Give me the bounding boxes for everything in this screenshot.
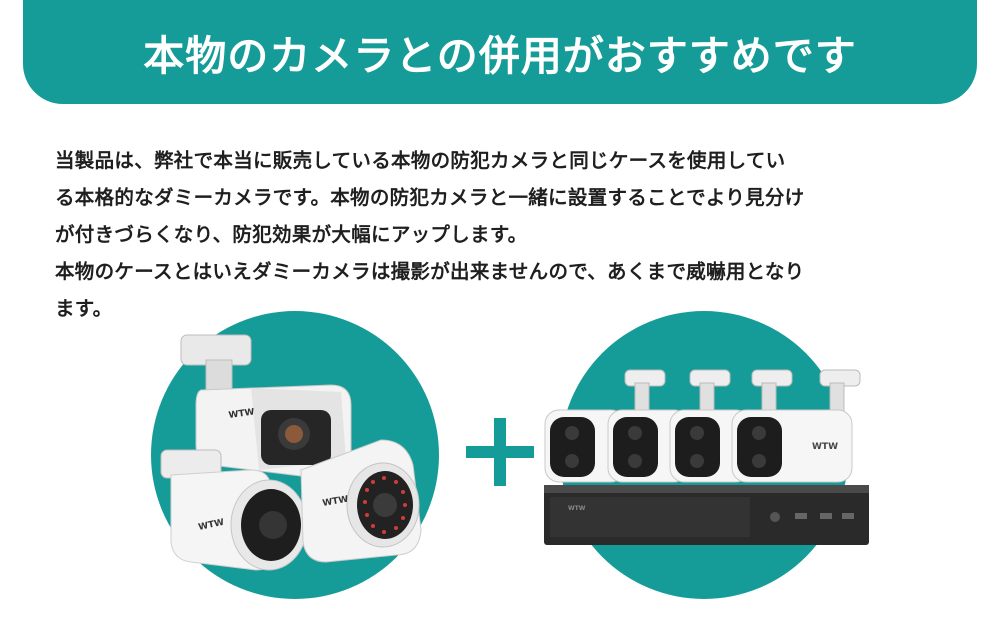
plus-icon [466,418,534,486]
description-line-3: が付きづらくなり、防犯効果が大幅にアップします。 [55,223,528,246]
brand-label: WTW [322,495,349,509]
page-title: 本物のカメラとの併用がおすすめです [143,32,857,80]
bullet-camera-small: WTW [160,449,308,571]
nvr-recorder: WTW [544,485,869,545]
bullet-camera-round: WTW [300,439,422,563]
description-line-2: る本格的なダミーカメラです。本物の防犯カメラと一緒に設置することでより見分け [55,186,805,209]
real-cameras-image: WTW WTW WTW [160,334,422,571]
description: 当製品は、弊社で本当に販売している本物の防犯カメラと同じケースを使用してい る本… [55,142,955,327]
description-line-4: 本物のケースとはいえダミーカメラは撮影が出来ませんので、あくまで威嚇用となり [55,260,805,283]
brand-label: WTW [812,442,838,452]
description-line-1: 当製品は、弊社で本当に販売している本物の防犯カメラと同じケースを使用してい [55,149,786,172]
dummy-camera-2 [607,369,731,483]
dummy-camera-3 [669,369,793,483]
brand-label: WTW [228,407,255,421]
bullet-camera-large: WTW [180,334,352,481]
dummy-camera-4: WTW [731,369,861,483]
dummy-cameras-nvr-image: WTW WTW [544,369,869,545]
nvr-brand-label: WTW [568,505,586,512]
dummy-camera-1 [544,369,666,483]
description-line-5: ます。 [55,297,113,320]
header-banner: 本物のカメラとの併用がおすすめです [23,0,977,104]
